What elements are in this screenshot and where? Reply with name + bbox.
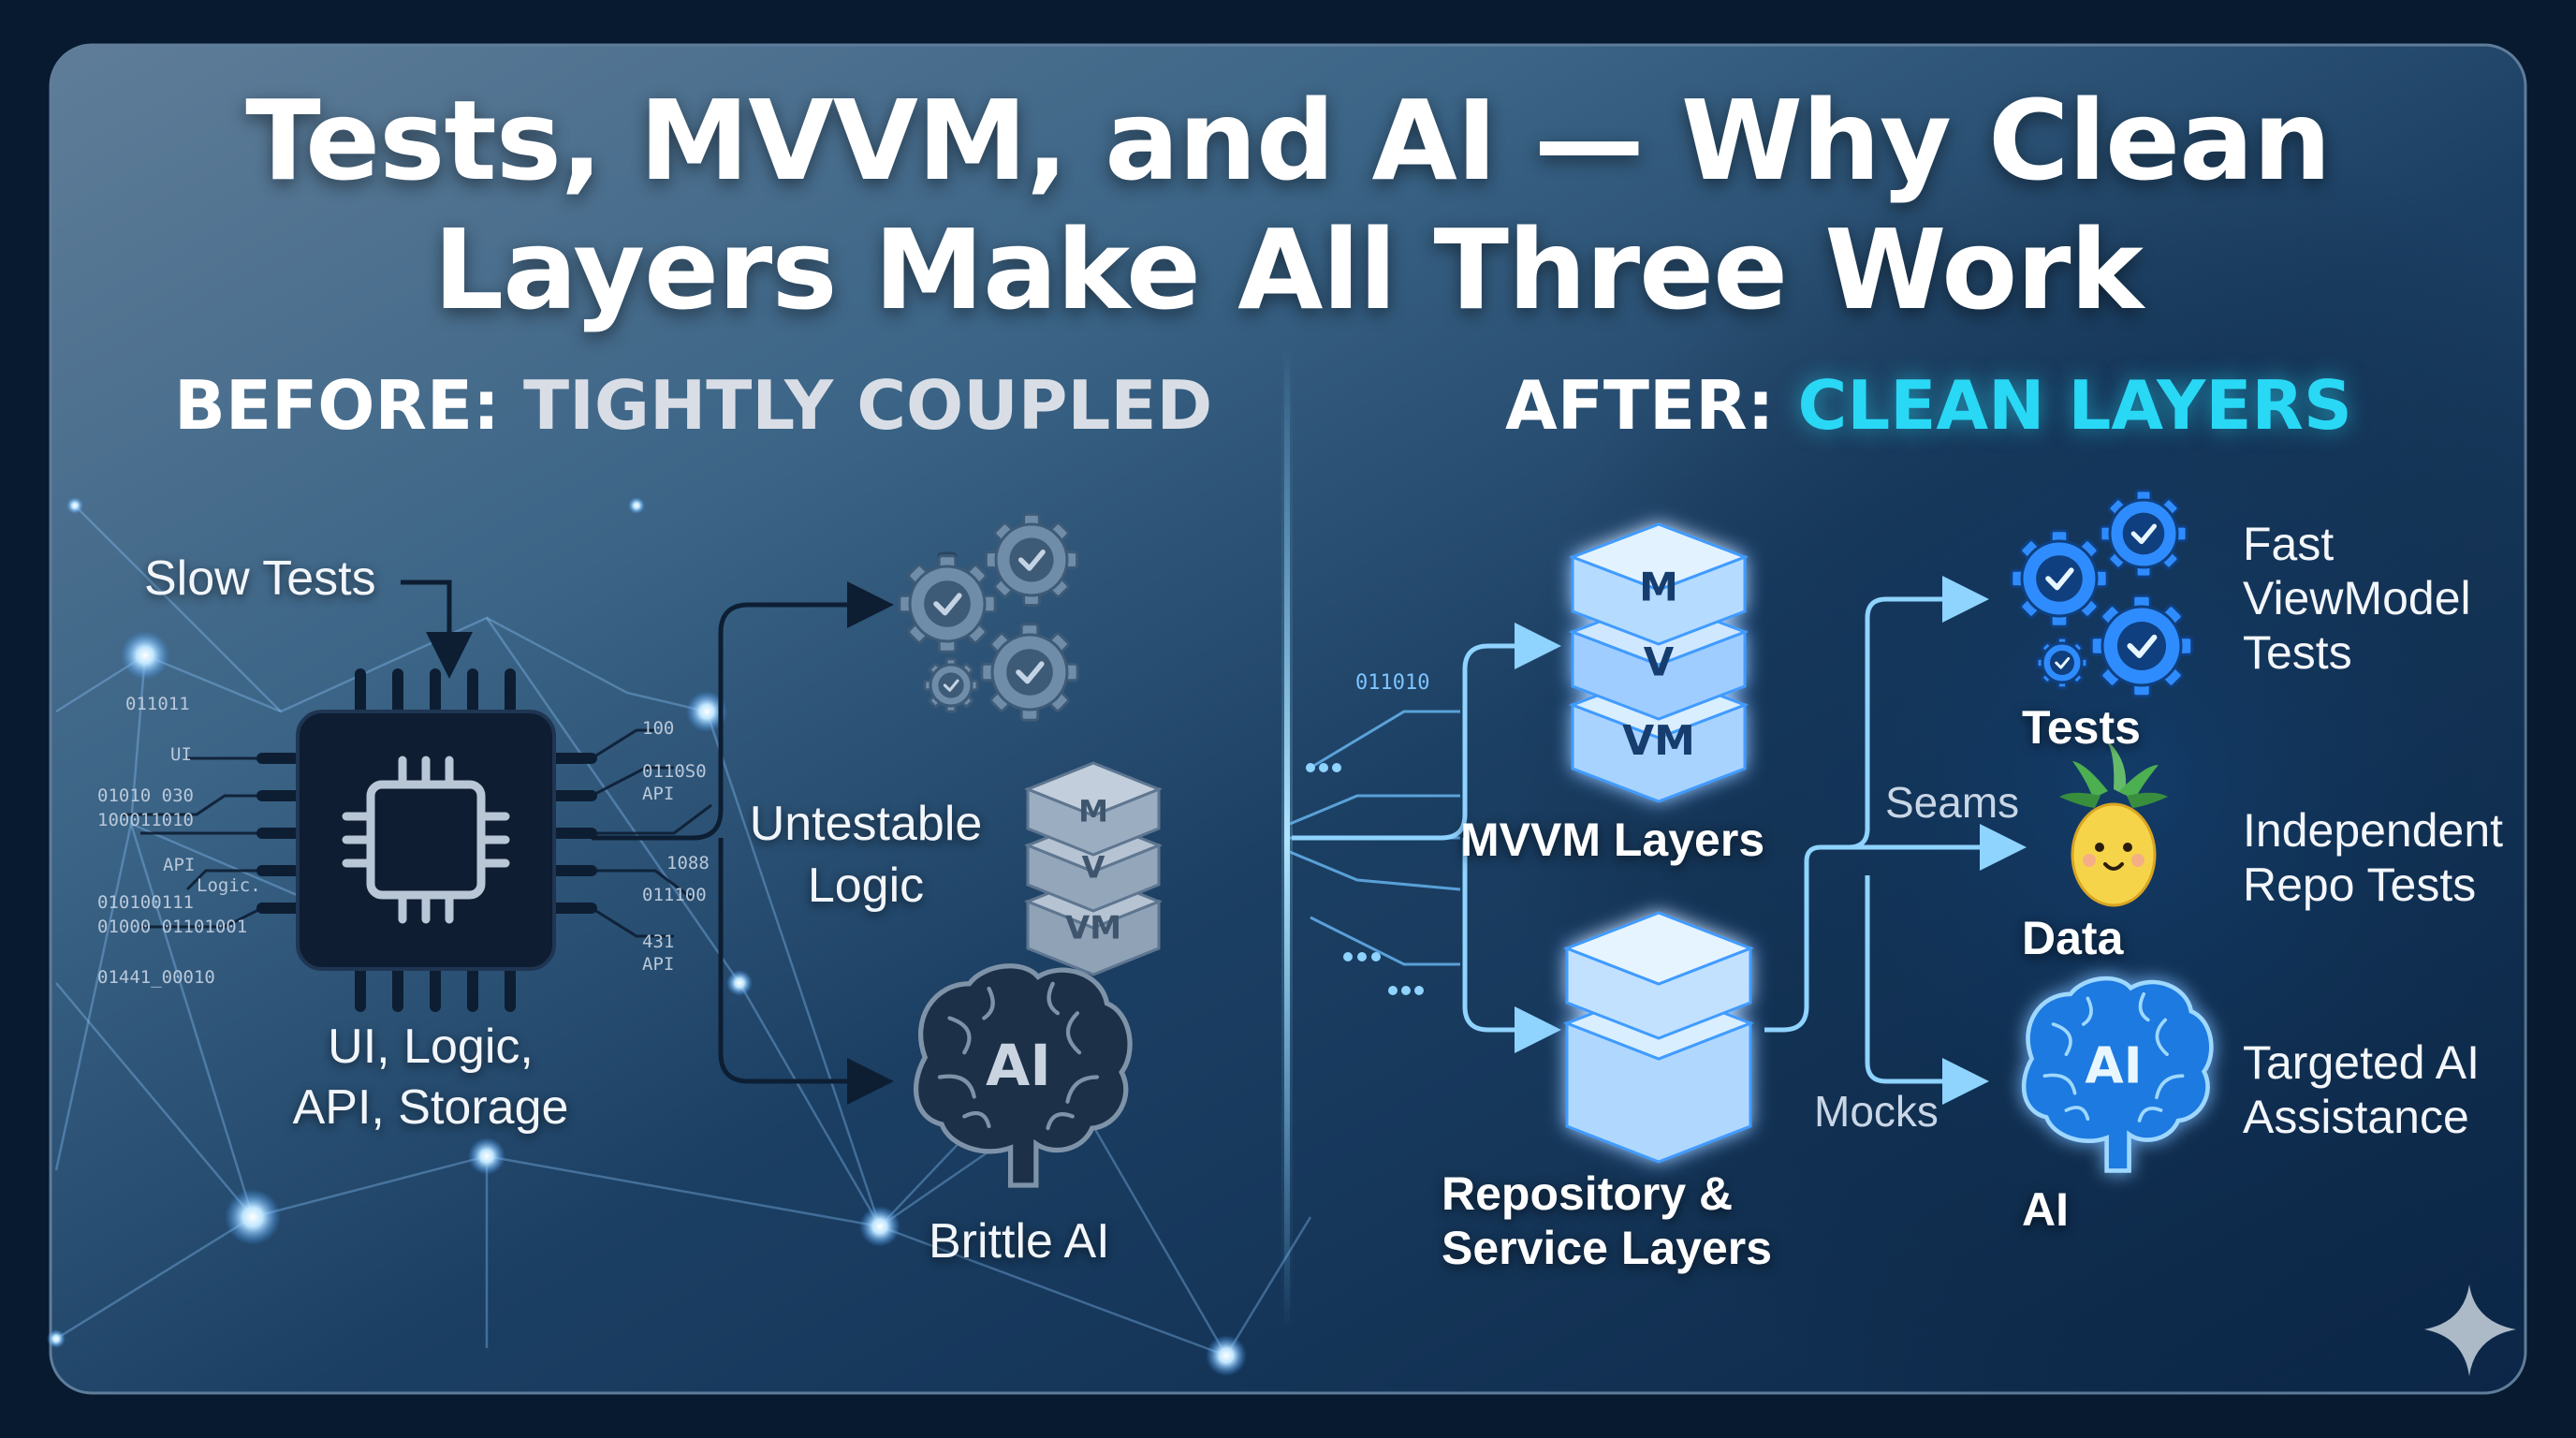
stream-binary-text: 011010: [1355, 671, 1430, 695]
output-arrows: [1764, 576, 2027, 1105]
binary-text: 011011: [125, 694, 190, 714]
fast-tests-line2: ViewModel: [2243, 572, 2471, 624]
sparkle-icon: [2424, 1284, 2516, 1376]
gear-cluster-left: [898, 512, 1079, 722]
binary-text: 0110S0: [642, 761, 707, 782]
layer-letter: M: [1639, 565, 1678, 610]
binary-text: 100: [642, 718, 675, 739]
brittle-ai-label: Brittle AI: [929, 1214, 1110, 1269]
binary-text: UI: [170, 744, 192, 765]
untestable-line1: Untestable: [749, 797, 983, 851]
input-arrows: [1292, 623, 1561, 1053]
binary-text: 01010 030: [97, 785, 194, 806]
after-heading: AFTER: CLEAN LAYERS: [1505, 366, 2352, 445]
seams-label: Seams: [1885, 778, 2020, 827]
binary-text: API: [163, 855, 196, 875]
repo-tests-line2: Repo Tests: [2243, 858, 2477, 911]
tests-label: Tests: [2022, 701, 2141, 754]
ai-label: AI: [2022, 1183, 2069, 1236]
gear-icon: [984, 512, 1079, 608]
gear-icon: [2035, 636, 2089, 690]
repo-caption-line2: Service Layers: [1442, 1222, 1773, 1274]
fast-tests-line3: Tests: [2243, 626, 2352, 679]
data-dots: [1306, 763, 1424, 995]
brain-icon-right: AI: [2021, 976, 2214, 1173]
targeted-ai-line1: Targeted AI: [2243, 1036, 2480, 1089]
network-nodes: [47, 497, 1247, 1376]
after-heading-prefix: AFTER:: [1505, 366, 1775, 445]
layer-letter: VM: [1065, 909, 1121, 946]
gear-cluster-right: [2010, 489, 2194, 698]
chip-caption-line1: UI, Logic,: [328, 1020, 534, 1074]
after-heading-accent: CLEAN LAYERS: [1797, 366, 2352, 445]
brain-label: AI: [2085, 1036, 2142, 1095]
layer-letter: M: [1078, 793, 1108, 829]
chip-branch-arrows: [592, 581, 894, 1105]
repo-tests-line1: Independent: [2243, 804, 2504, 857]
gear-icon: [898, 554, 997, 653]
pineapple-icon: [2059, 740, 2168, 907]
gear-icon: [2010, 529, 2109, 628]
slow-tests-arrow: [401, 580, 473, 679]
binary-text: 01441_00010: [97, 967, 215, 988]
before-heading: BEFORE: TIGHTLY COUPLED: [174, 366, 1213, 445]
binary-text: API: [642, 784, 675, 804]
before-heading-accent: TIGHTLY COUPLED: [522, 366, 1213, 445]
fast-tests-line1: Fast: [2243, 518, 2334, 570]
chip-caption-line2: API, Storage: [292, 1080, 569, 1135]
layer-letter: VM: [1622, 717, 1695, 765]
cpu-chip-icon: [122, 668, 712, 1012]
binary-text: Logic.: [197, 875, 261, 896]
brain-label: AI: [986, 1033, 1051, 1099]
data-label: Data: [2022, 912, 2124, 964]
layer-block: M: [1023, 761, 1164, 857]
before-heading-prefix: BEFORE:: [174, 366, 500, 445]
targeted-ai-line2: Assistance: [2243, 1091, 2469, 1143]
repository-stack: [1562, 911, 1755, 1164]
slow-tests-label: Slow Tests: [144, 551, 376, 606]
mvvm-stack-right: VM VM: [1568, 522, 1749, 803]
mvvm-layers-caption: MVVM Layers: [1460, 814, 1765, 866]
gear-icon: [2089, 594, 2194, 698]
mocks-label: Mocks: [1814, 1087, 1939, 1136]
untestable-line2: Logic: [807, 858, 925, 913]
repo-caption-line1: Repository &: [1442, 1167, 1734, 1220]
binary-text: 01000 01101001: [97, 917, 248, 937]
gear-icon: [923, 657, 979, 713]
gear-icon: [2099, 489, 2188, 579]
title-line-2: Layers Make All Three Work: [433, 205, 2144, 334]
binary-text: 010100111: [97, 892, 194, 913]
layer-letter: V: [1644, 639, 1675, 685]
brain-icon-left: AI: [914, 963, 1133, 1188]
binary-text: 100011010: [97, 810, 194, 830]
binary-text: 1088: [666, 853, 710, 873]
binary-text: API: [642, 954, 675, 975]
binary-text: 011100: [642, 885, 707, 905]
layer-block: [1562, 911, 1755, 1040]
binary-text: 431: [642, 932, 675, 952]
title-line-1: Tests, MVVM, and AI — Why Clean: [245, 76, 2331, 205]
gear-icon: [980, 623, 1079, 722]
layer-block: M: [1568, 522, 1749, 646]
